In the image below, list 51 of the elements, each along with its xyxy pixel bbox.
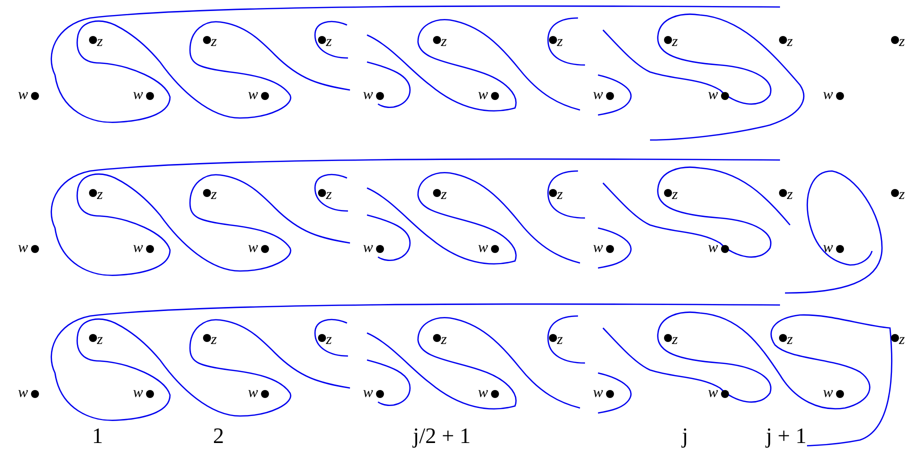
- point-label: w: [362, 386, 373, 401]
- point-label: w: [706, 241, 718, 256]
- point-label: z: [672, 35, 678, 50]
- point-label: z: [672, 333, 678, 348]
- point-label: z: [672, 188, 678, 203]
- point-label: w: [822, 241, 833, 256]
- point-label: z: [899, 333, 905, 348]
- point-label: z: [326, 333, 332, 348]
- point-label: z: [97, 35, 103, 50]
- point-label: w: [246, 88, 258, 103]
- point-label: z: [211, 35, 217, 50]
- point-label: z: [787, 35, 793, 50]
- point-label: z: [787, 188, 793, 203]
- point-label: z: [557, 333, 563, 348]
- point-label: w: [362, 88, 373, 103]
- point-label: w: [822, 386, 833, 401]
- point-label: w: [476, 386, 488, 401]
- point-label: w: [132, 88, 143, 103]
- point-label: z: [441, 35, 447, 50]
- point-label: w: [822, 88, 833, 103]
- point-label: z: [441, 188, 447, 203]
- point-label: w: [362, 241, 373, 256]
- point-label: w: [476, 241, 488, 256]
- point-label: w: [592, 386, 603, 401]
- point-label: w: [16, 386, 28, 401]
- point-label: z: [557, 188, 563, 203]
- point-label: w: [246, 241, 258, 256]
- index-label: j/2 + 1: [413, 425, 471, 447]
- point-label: w: [706, 88, 718, 103]
- point-label: z: [211, 333, 217, 348]
- point-label: z: [326, 188, 332, 203]
- point-label: w: [592, 241, 603, 256]
- index-label: j + 1: [766, 425, 807, 447]
- point-label: w: [476, 88, 488, 103]
- point-label: z: [899, 35, 905, 50]
- point-label: z: [899, 188, 905, 203]
- point-label: z: [97, 188, 103, 203]
- point-label: z: [557, 35, 563, 50]
- point-label: z: [326, 35, 332, 50]
- point-label: z: [211, 188, 217, 203]
- point-label: w: [592, 88, 603, 103]
- index-label: j: [682, 425, 688, 447]
- point-label: w: [246, 386, 258, 401]
- point-label: w: [16, 241, 28, 256]
- point-label: w: [16, 88, 28, 103]
- point-label: w: [132, 386, 143, 401]
- point-label: z: [441, 333, 447, 348]
- point-label: w: [132, 241, 143, 256]
- point-label: z: [787, 333, 793, 348]
- point-label: w: [706, 386, 718, 401]
- point-label: z: [97, 333, 103, 348]
